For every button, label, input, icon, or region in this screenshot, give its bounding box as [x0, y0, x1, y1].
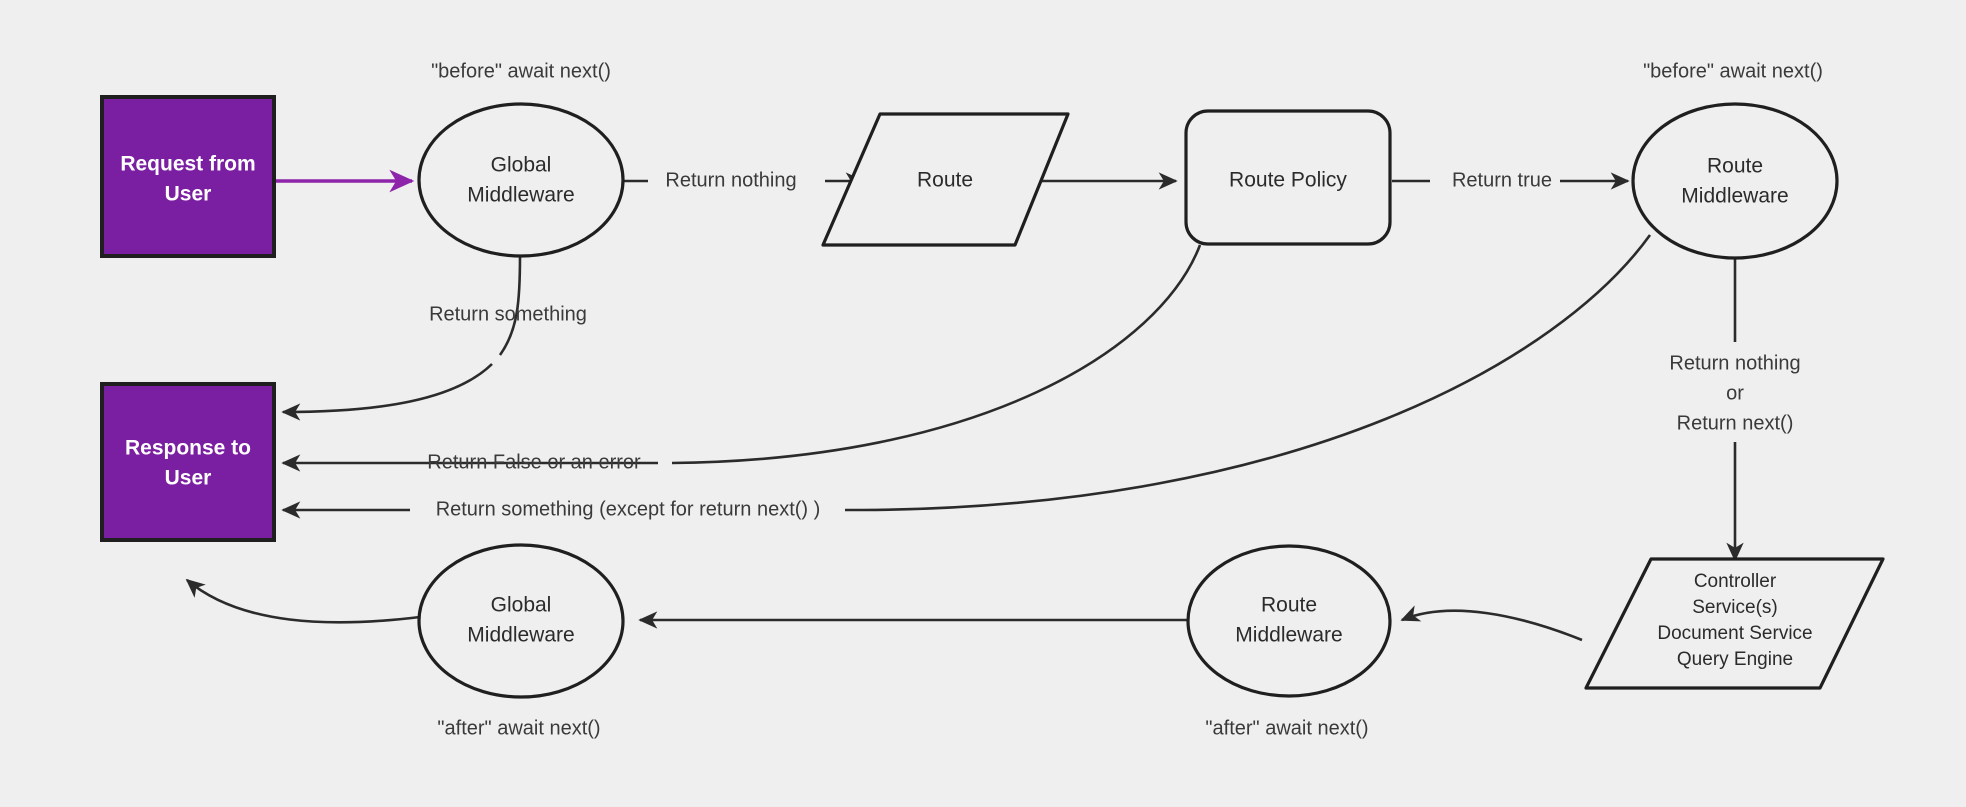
node-controller-services[interactable]: Controller Service(s) Document Service Q… [1584, 557, 1885, 690]
edge-global-middleware-bottom-to-response [185, 578, 421, 624]
edge-label-return-nothing: Return nothing [665, 169, 796, 191]
node-global-middleware-bottom[interactable]: Global Middleware [417, 543, 625, 699]
annotation-before-await-next-left: "before" await next() [431, 60, 611, 82]
global-middleware-bottom-label-line2: Middleware [467, 624, 574, 647]
node-response-to-user[interactable]: Response to User [100, 382, 276, 542]
request-from-user-label-line1: Request from [120, 153, 255, 176]
response-to-user-label-line2: User [165, 467, 212, 490]
edge-global-middleware-to-response [281, 363, 493, 421]
node-route[interactable]: Route [821, 112, 1070, 247]
response-to-user-label-line1: Response to [125, 437, 251, 460]
global-middleware-bottom-label-line1: Global [491, 594, 552, 617]
controller-label-line4: Query Engine [1677, 649, 1793, 670]
route-middleware-bottom-label-line1: Route [1261, 594, 1317, 617]
node-route-policy[interactable]: Route Policy [1184, 109, 1392, 246]
annotation-after-await-next-left: "after" await next() [437, 717, 600, 739]
edge-label-return-nothing-or-next-line2: or [1726, 382, 1744, 404]
route-middleware-bottom-label-line2: Middleware [1235, 624, 1342, 647]
edge-route-middleware-to-response-curve [861, 234, 1652, 512]
node-route-middleware-bottom[interactable]: Route Middleware [1186, 544, 1392, 698]
edge-label-return-true: Return true [1452, 169, 1552, 191]
edge-label-return-nothing-or-next-line1: Return nothing [1669, 352, 1800, 374]
edge-label-return-false-or-error: Return False or an error [427, 451, 641, 473]
edge-route-policy-to-response-curve [671, 244, 1202, 465]
annotation-after-await-next-right: "after" await next() [1205, 717, 1368, 739]
global-middleware-top-label-line2: Middleware [467, 184, 574, 207]
edge-controller-to-route-middleware-bottom [1400, 605, 1583, 642]
controller-label-line1: Controller [1694, 571, 1777, 592]
edge-label-return-something: Return something [429, 303, 587, 325]
controller-label-line2: Service(s) [1692, 597, 1778, 618]
edge-label-return-something-except-next: Return something (except for return next… [436, 498, 821, 520]
route-middleware-top-label-line1: Route [1707, 155, 1763, 178]
edge-global-middleware-return-something-upper [498, 255, 522, 356]
edge-label-return-nothing-or-next-line3: Return next() [1677, 412, 1794, 434]
route-middleware-top-label-line2: Middleware [1681, 185, 1788, 208]
node-request-from-user[interactable]: Request from User [100, 95, 276, 258]
request-from-user-label-line2: User [165, 183, 212, 206]
annotation-before-await-next-right: "before" await next() [1643, 60, 1823, 82]
route-policy-label: Route Policy [1229, 169, 1347, 192]
controller-label-line3: Document Service [1657, 623, 1812, 644]
route-label: Route [917, 169, 973, 192]
node-global-middleware-top[interactable]: Global Middleware [417, 102, 625, 258]
global-middleware-top-label-line1: Global [491, 154, 552, 177]
node-route-middleware-top[interactable]: Route Middleware [1631, 102, 1839, 260]
